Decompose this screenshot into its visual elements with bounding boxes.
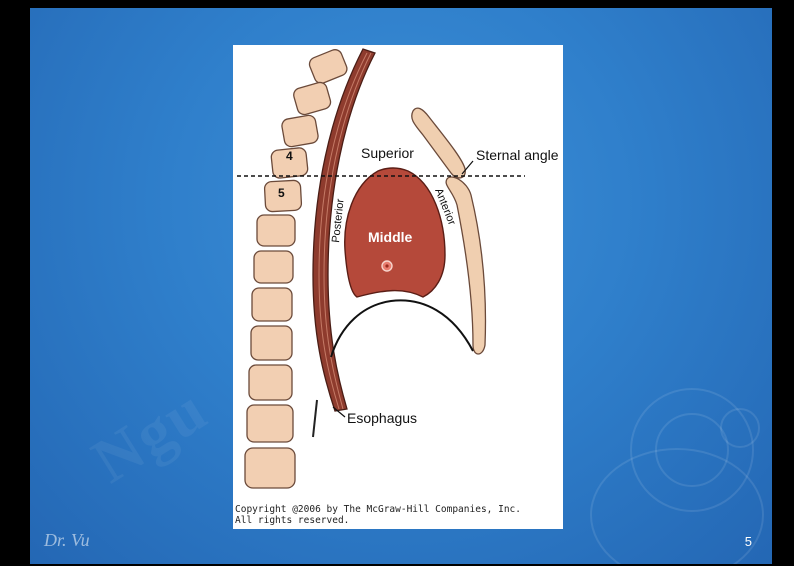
copyright-line-2: All rights reserved. xyxy=(235,515,350,526)
vertebra xyxy=(244,447,296,489)
label-vertebra-5: 5 xyxy=(278,186,285,200)
vertebral-column xyxy=(244,49,348,489)
vertebra xyxy=(281,114,319,148)
vertebra xyxy=(293,81,332,116)
vertebra xyxy=(246,404,294,443)
sternum xyxy=(411,107,487,355)
label-middle: Middle xyxy=(368,229,413,245)
anatomy-figure: 4 5 Superior Sternal angle Anterior Post… xyxy=(233,45,563,529)
label-esophagus: Esophagus xyxy=(347,410,417,426)
vertebra xyxy=(308,49,348,84)
vertebra xyxy=(248,364,293,401)
author-signature: Dr. Vu xyxy=(44,530,90,550)
vertebra xyxy=(256,214,296,247)
vertebra xyxy=(251,287,293,322)
vertebra xyxy=(253,250,294,284)
vertebra-4 xyxy=(270,147,309,179)
copyright-line-1: Copyright @2006 by The McGraw-Hill Compa… xyxy=(235,504,521,515)
label-superior: Superior xyxy=(361,145,414,161)
background-watermark: Ngu xyxy=(80,372,220,497)
page-number: 5 xyxy=(744,534,752,549)
esophagus-pointer xyxy=(332,406,346,418)
sternal-angle-pointer xyxy=(461,160,474,175)
diaphragm xyxy=(330,299,474,358)
vertebra-5 xyxy=(263,179,303,213)
label-sternal-angle: Sternal angle xyxy=(476,147,559,163)
copyright-notice: Copyright @2006 by The McGraw-Hill Compa… xyxy=(235,504,561,526)
vertebra xyxy=(250,325,293,361)
slide: Ngu xyxy=(30,8,772,564)
water-ripple xyxy=(590,448,764,564)
water-ripple xyxy=(720,408,760,448)
esophagus xyxy=(312,48,376,438)
middle-mediastinum xyxy=(344,167,446,298)
label-vertebra-4: 4 xyxy=(286,149,293,163)
mediastinum-diagram: 4 5 Superior Sternal angle Anterior Post… xyxy=(237,48,559,489)
label-posterior: Posterior xyxy=(330,198,347,243)
